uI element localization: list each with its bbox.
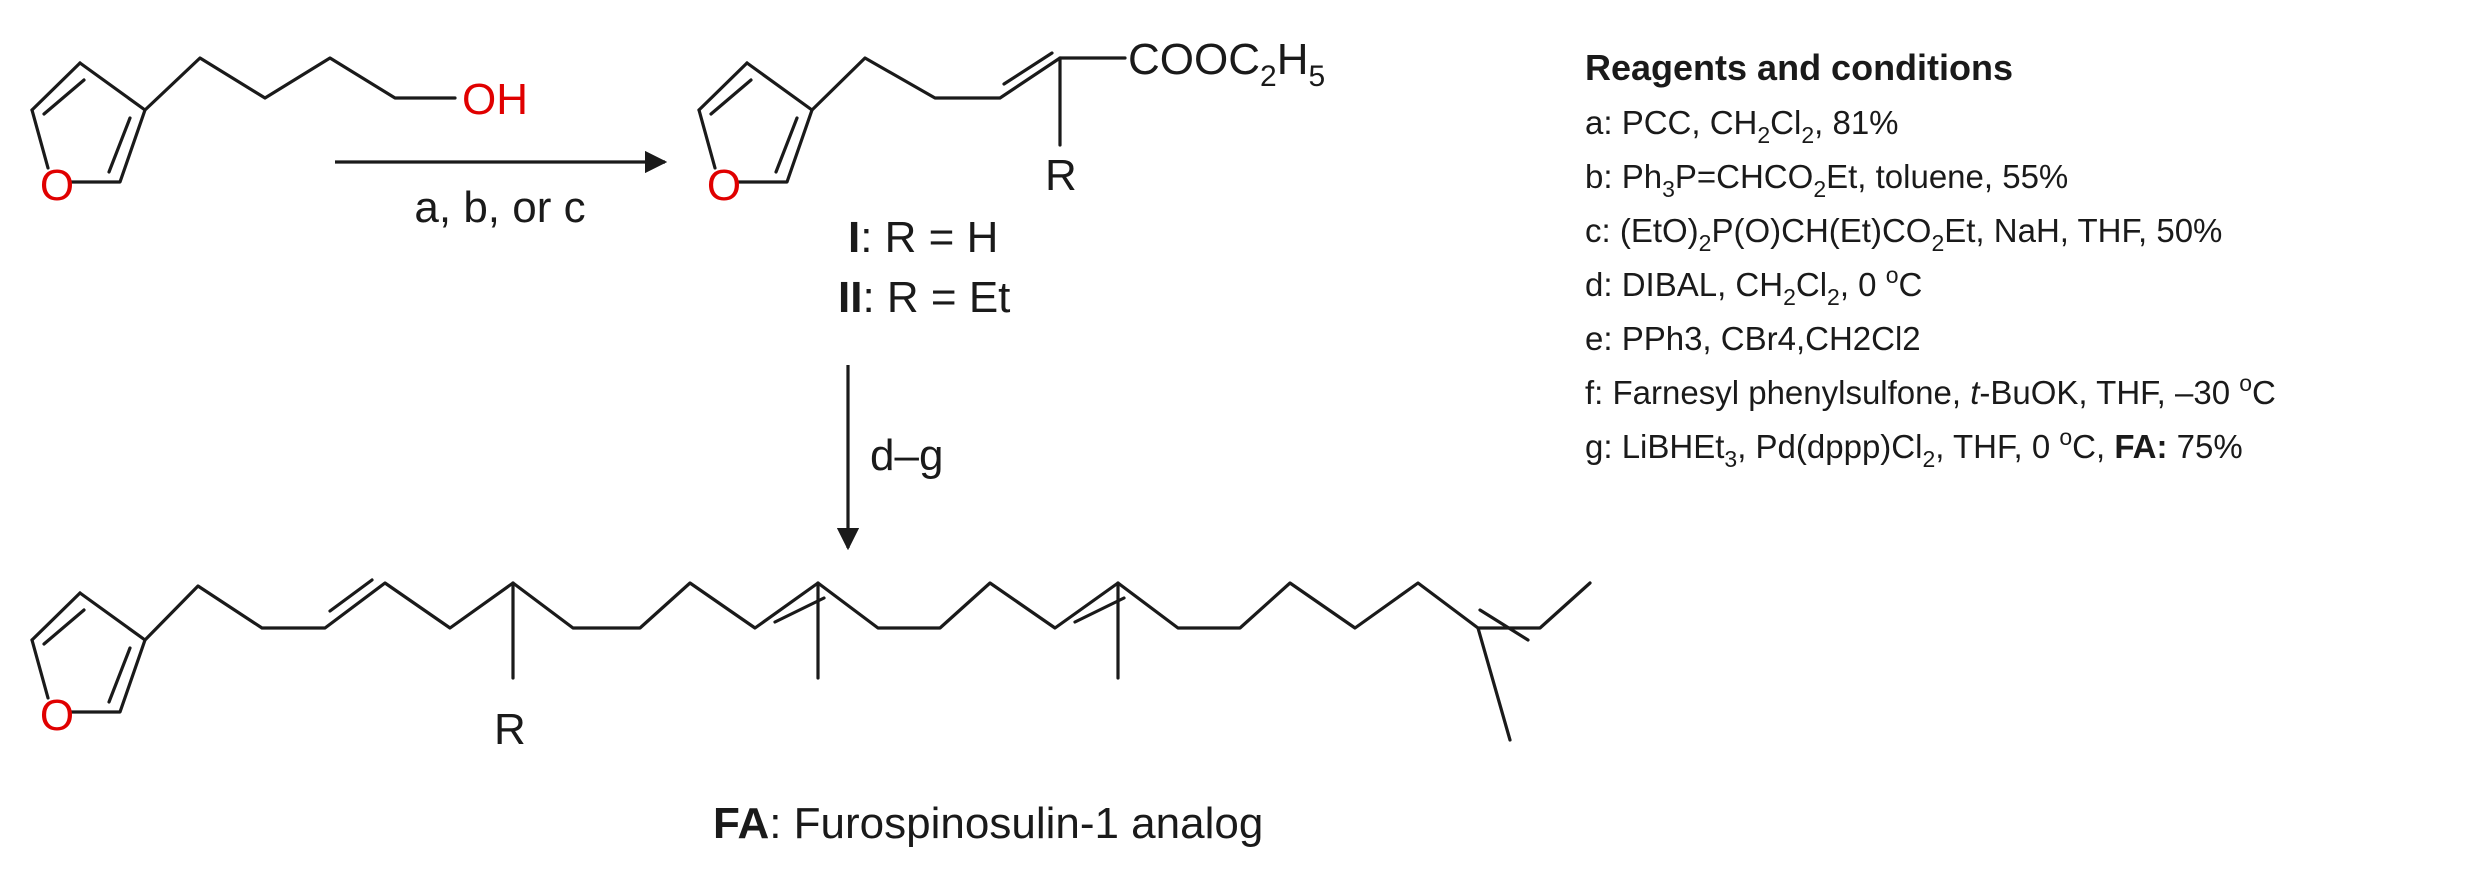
hydroxyl-label: OH xyxy=(462,75,528,124)
double-bond-1 xyxy=(328,578,374,613)
condition-a: a: PCC, CH2Cl2, 81% xyxy=(1585,104,1899,148)
conditions-title: Reagents and conditions xyxy=(1585,47,2013,88)
condition-b: b: Ph3P=CHCO2Et, toluene, 55% xyxy=(1585,158,2068,202)
arrow-2-conditions: d–g xyxy=(870,431,943,480)
r-group-label-1: R xyxy=(1045,151,1077,200)
ester-group-label: COOC2H5 xyxy=(1128,35,1325,93)
condition-d: d: DIBAL, CH2Cl2, 0 oC xyxy=(1585,262,1922,310)
double-bond-2 xyxy=(773,596,826,624)
reagents-conditions-panel: Reagents and conditions a: PCC, CH2Cl2, … xyxy=(1585,47,2276,472)
intermediate-ester: O R COOC2H5 xyxy=(697,35,1325,210)
furan-oxygen-label-2: O xyxy=(707,161,741,210)
propyl-chain xyxy=(143,56,457,112)
furan-oxygen-label-1: O xyxy=(40,161,74,210)
product-caption: FA: Furospinosulin-1 analog xyxy=(713,799,1263,848)
condition-e: e: PPh3, CBr4,CH2Cl2 xyxy=(1585,320,1921,357)
condition-f: f: Farnesyl phenylsulfone, t-BuOK, THF, … xyxy=(1585,370,2276,411)
condition-c: c: (EtO)2P(O)CH(Et)CO2Et, NaH, THF, 50% xyxy=(1585,212,2222,256)
furan-oxygen-label-3: O xyxy=(40,691,74,740)
starting-material-furanylpropanol: O OH xyxy=(30,56,528,210)
arrow-1-conditions: a, b, or c xyxy=(414,183,585,232)
double-bond-4 xyxy=(1478,608,1530,642)
furan-ring-3 xyxy=(30,591,147,714)
compound-I-label: I: R = H xyxy=(848,213,998,262)
double-bond-3 xyxy=(1073,596,1126,624)
r-group-label-2: R xyxy=(494,705,526,754)
product-furospinosulin-analog: O R xyxy=(30,578,1592,754)
ester-chain xyxy=(810,56,1127,112)
condition-g: g: LiBHEt3, Pd(dppp)Cl2, THF, 0 oC, FA: … xyxy=(1585,424,2243,472)
furan-ring-1 xyxy=(30,61,147,184)
methyl-branch-3 xyxy=(1476,626,1512,742)
polyprenyl-chain xyxy=(143,581,1592,642)
furan-ring-2 xyxy=(697,61,814,184)
compound-II-label: II: R = Et xyxy=(838,273,1010,322)
alkene-double-bond xyxy=(1002,51,1054,86)
